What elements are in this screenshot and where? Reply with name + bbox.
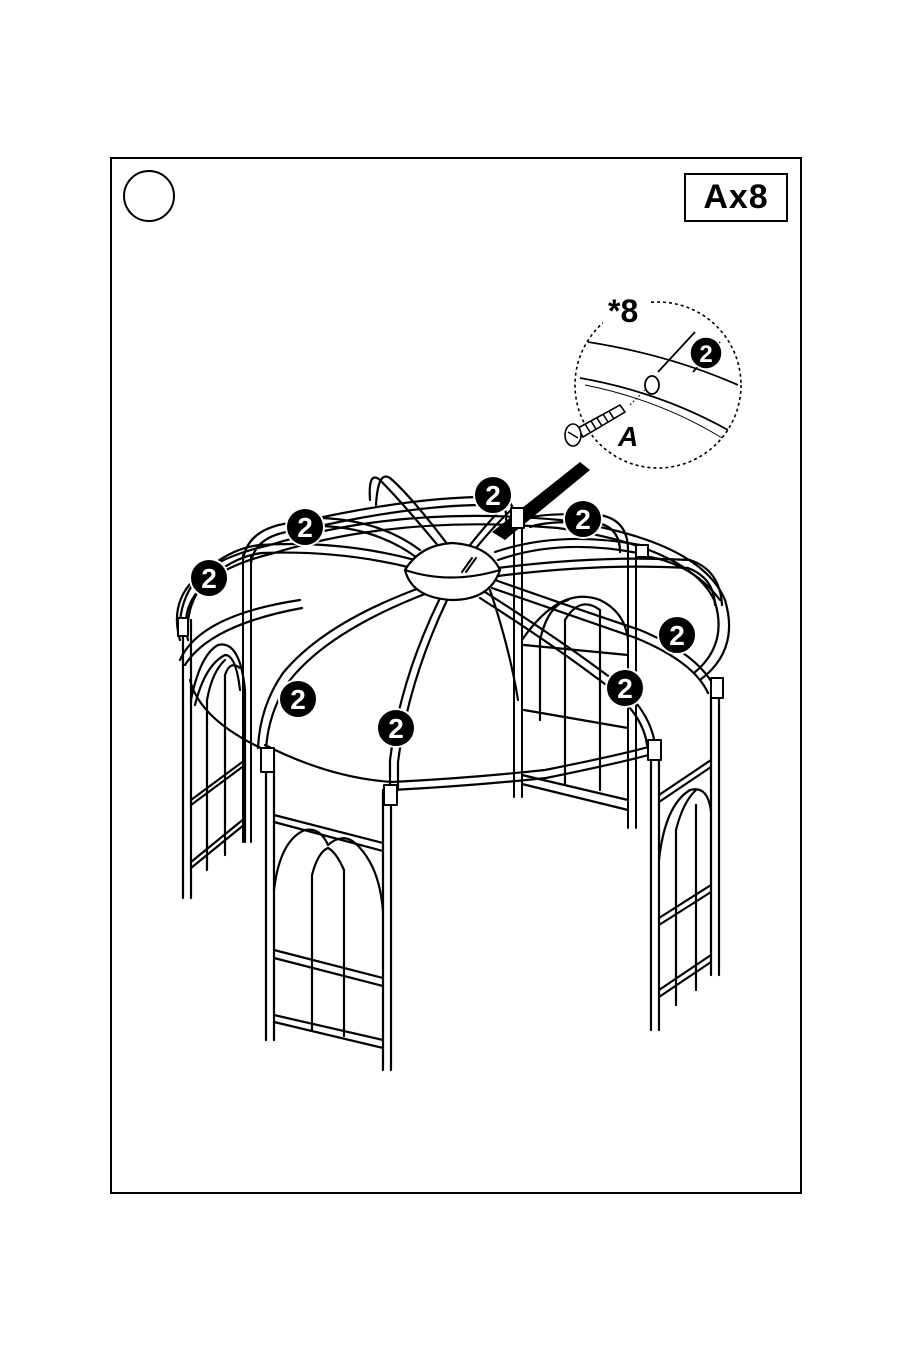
detail-multiplier: *8 — [608, 293, 638, 329]
part-badge-label: 2 — [297, 512, 313, 543]
detail-rod-badge-label: 2 — [699, 341, 712, 368]
detail-part-label: A — [617, 421, 638, 452]
part-badge-label: 2 — [290, 684, 306, 715]
part-badge: 2 — [377, 709, 415, 747]
part-badge-label: 2 — [485, 480, 501, 511]
part-badge-label: 2 — [575, 504, 591, 535]
roof-cap — [405, 543, 500, 600]
back-center-post — [514, 515, 522, 797]
part-badge-label: 2 — [669, 620, 685, 651]
part-badge-label: 2 — [201, 563, 217, 594]
detail-rod-badge: 2 — [690, 337, 722, 369]
part-badge: 2 — [474, 476, 512, 514]
part-badge-label: 2 — [617, 673, 633, 704]
roof-ribs — [180, 477, 722, 790]
part-badge: 2 — [279, 680, 317, 718]
part-badge: 2 — [564, 500, 602, 538]
part-badge: 2 — [190, 559, 228, 597]
part-badge: 2 — [286, 508, 324, 546]
front-center-panel — [266, 750, 391, 1070]
part-badge: 2 — [606, 669, 644, 707]
detail-callout: 2 *8 A — [565, 292, 741, 468]
part-badge-label: 2 — [388, 713, 404, 744]
part-badge: 2 — [658, 616, 696, 654]
